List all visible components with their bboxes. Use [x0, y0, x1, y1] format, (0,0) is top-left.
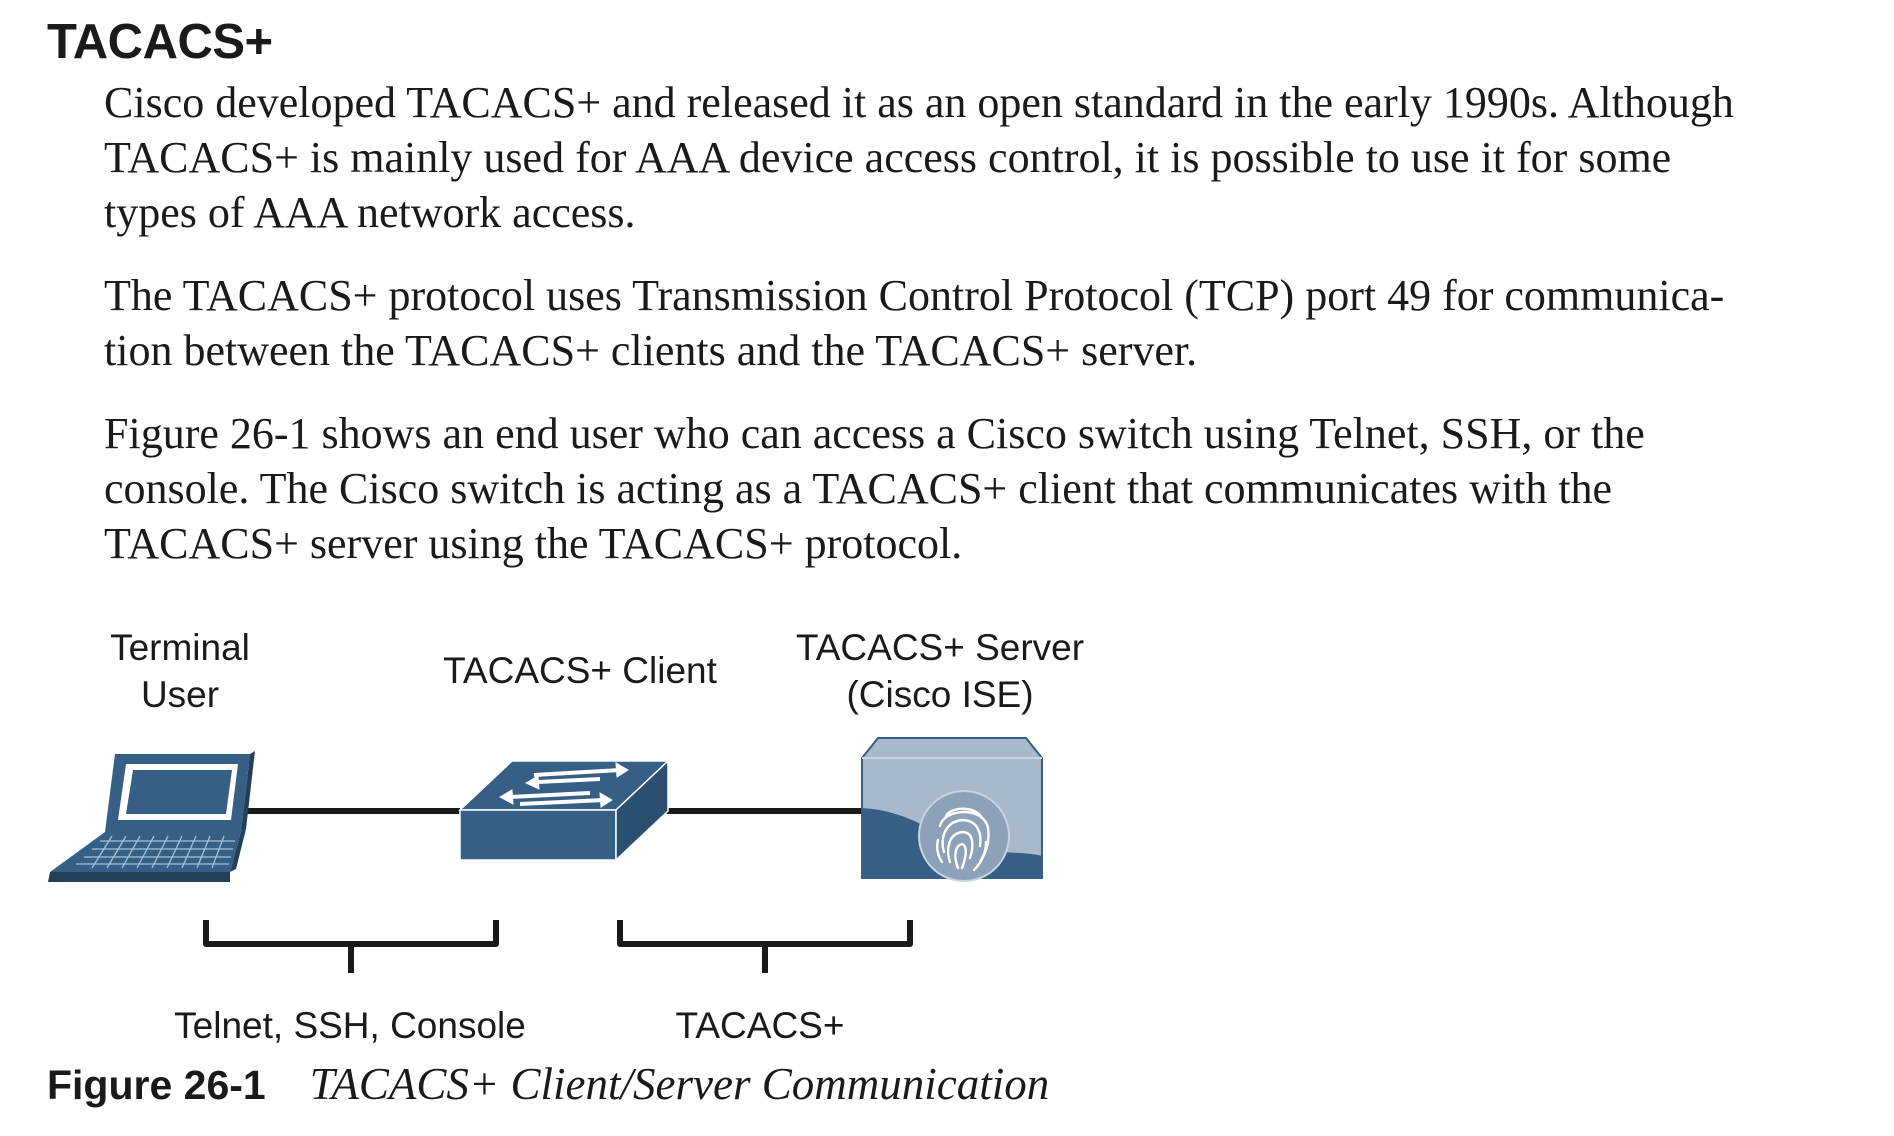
- brace-tacacs-protocol: [617, 920, 913, 973]
- cisco-ise-server-icon: [861, 737, 1043, 882]
- paragraph-line: types of AAA network access.: [104, 188, 636, 237]
- tacacs-protocol-label: TACACS+: [675, 1005, 845, 1046]
- paragraph-protocol-port: The TACACS+ protocol uses Transmission C…: [104, 268, 1874, 378]
- brace-telnet-ssh-console: [203, 920, 499, 973]
- network-diagram: [48, 737, 1043, 973]
- figure-title: TACACS+ Client/Server Communication: [309, 1059, 1050, 1109]
- paragraph-line: console. The Cisco switch is acting as a…: [104, 464, 1613, 513]
- telnet-ssh-console-label: Telnet, SSH, Console: [174, 1005, 526, 1046]
- terminal-user-label: Terminal User: [110, 627, 250, 715]
- fingerprint-icon: [936, 807, 990, 872]
- paragraph-line: tion between the TACACS+ clients and the…: [104, 326, 1198, 375]
- tacacs-client-label: TACACS+ Client: [443, 650, 717, 691]
- paragraph-intro: Cisco developed TACACS+ and released it …: [104, 75, 1874, 240]
- paragraph-line: TACACS+ server using the TACACS+ protoco…: [104, 519, 963, 568]
- figure-caption: Figure 26-1 TACACS+ Client/Server Communi…: [47, 1056, 1049, 1123]
- paragraph-line: Figure 26-1 shows an end user who can ac…: [104, 409, 1645, 458]
- paragraph-figure-description: Figure 26-1 shows an end user who can ac…: [104, 406, 1874, 571]
- figure-number: Figure 26-1: [47, 1062, 266, 1108]
- paragraph-line: TACACS+ is mainly used for AAA device ac…: [104, 133, 1672, 182]
- paragraph-line: Cisco developed TACACS+ and released it …: [104, 78, 1734, 127]
- laptop-icon: [48, 751, 255, 882]
- switch-icon: [458, 759, 670, 862]
- section-heading: TACACS+: [47, 15, 273, 69]
- tacacs-server-label: TACACS+ Server (Cisco ISE): [795, 627, 1085, 715]
- paragraph-line: The TACACS+ protocol uses Transmission C…: [104, 271, 1725, 320]
